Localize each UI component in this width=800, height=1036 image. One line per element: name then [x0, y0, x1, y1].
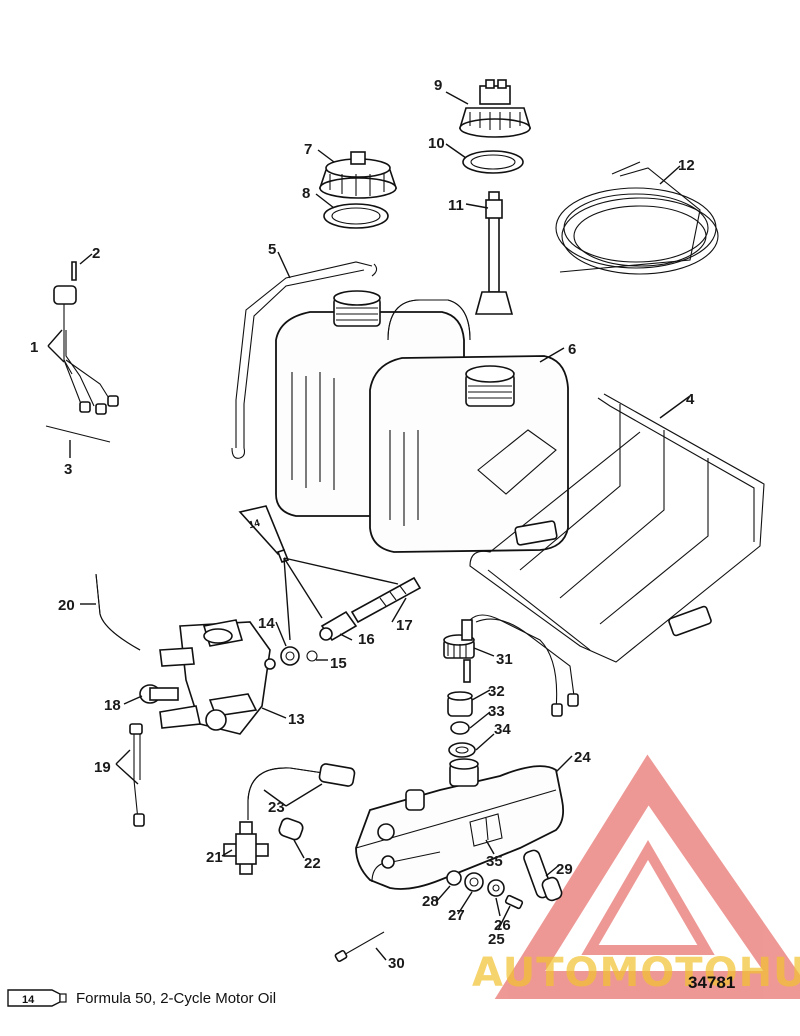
part-drive-shaft [350, 576, 422, 624]
callout-29: 29 [556, 861, 573, 878]
callout-32: 32 [488, 683, 505, 700]
part-tank-cradle [469, 393, 765, 663]
callout-7: 7 [304, 141, 312, 158]
callout-15: 15 [330, 655, 347, 672]
part-washer-26 [487, 879, 505, 897]
callout-1: 1 [30, 339, 38, 356]
watermark [494, 754, 800, 999]
part-seal [280, 646, 300, 666]
callout-17: 17 [396, 617, 413, 634]
leader-lines [47, 91, 691, 961]
callout-14: 14 [258, 615, 275, 632]
callout-33: 33 [488, 703, 505, 720]
tube-label: 14 [248, 518, 262, 531]
callout-9: 9 [434, 77, 442, 94]
callout-28: 28 [422, 893, 439, 910]
part-tee-fitting [223, 821, 269, 875]
callout-18: 18 [104, 697, 121, 714]
callout-13: 13 [288, 711, 305, 728]
part-screw [71, 261, 77, 281]
callout-34: 34 [494, 721, 511, 738]
part-level-sender [443, 614, 579, 717]
figure-number: 34781 [688, 973, 735, 992]
part-bushing [464, 872, 484, 892]
callout-19: 19 [94, 759, 111, 776]
callout-21: 21 [206, 849, 223, 866]
part-gauge-gasket [462, 150, 524, 174]
callout-20: 20 [58, 597, 75, 614]
callout-31: 31 [496, 651, 513, 668]
watermark-triangle [494, 754, 800, 999]
part-cable-tie [45, 425, 111, 443]
callout-23: 23 [268, 799, 285, 816]
part-fuel-tank [275, 290, 569, 553]
part-tank-strap [231, 261, 378, 459]
part-hose [95, 573, 141, 651]
callout-12: 12 [678, 157, 695, 174]
part-fuel-hose [555, 161, 719, 275]
callout-30: 30 [388, 955, 405, 972]
callout-2: 2 [92, 245, 100, 262]
part-lubricant-tube: 14 [238, 505, 290, 563]
callout-11: 11 [448, 197, 464, 214]
leader-lubricant [283, 557, 399, 641]
part-oil-pump [159, 619, 276, 735]
part-hose-fitting [318, 763, 356, 787]
part-o-ring [306, 650, 318, 662]
part-pin-30 [341, 931, 385, 957]
callout-5: 5 [268, 241, 276, 258]
callout-4: 4 [686, 391, 695, 408]
part-washer-33 [450, 721, 470, 735]
part-pickup-tube [474, 191, 514, 315]
part-link-rod [129, 723, 145, 827]
legend-tube-label: 14 [22, 994, 35, 1006]
part-spacer [447, 691, 473, 717]
part-wiring-harness [53, 285, 119, 415]
callout-3: 3 [64, 461, 72, 478]
part-plug [278, 817, 304, 841]
legend-text: Formula 50, 2-Cycle Motor Oil [76, 990, 276, 1007]
callout-35: 35 [486, 853, 503, 870]
callout-25: 25 [488, 931, 505, 948]
callout-16: 16 [358, 631, 375, 648]
callout-6: 6 [568, 341, 576, 358]
part-washer-34 [448, 742, 476, 758]
part-grommet [446, 870, 462, 886]
callout-26: 26 [494, 917, 511, 934]
legend: 14 Formula 50, 2-Cycle Motor Oil [7, 989, 276, 1007]
watermark-logo: AUTOMOTOHUB [472, 950, 800, 996]
callout-10: 10 [428, 135, 445, 152]
part-bolt-18 [139, 684, 179, 704]
callout-24: 24 [574, 749, 591, 766]
part-fuel-gauge-cap [458, 79, 532, 138]
part-elbow-hose [247, 767, 331, 820]
callout-numbers: 1 2 3 4 5 6 7 8 9 10 11 12 13 14 15 16 1… [30, 77, 695, 972]
callout-22: 22 [304, 855, 321, 872]
part-fitting [319, 610, 358, 642]
part-filler-cap [318, 151, 398, 199]
part-hose-29 [523, 849, 563, 902]
part-oil-reservoir [355, 765, 565, 890]
callout-8: 8 [302, 185, 310, 202]
part-screw-25 [504, 894, 524, 910]
part-reservoir-cap [449, 758, 479, 787]
watermark-text: AUTOMOTOHUB [472, 950, 800, 996]
callout-27: 27 [448, 907, 465, 924]
